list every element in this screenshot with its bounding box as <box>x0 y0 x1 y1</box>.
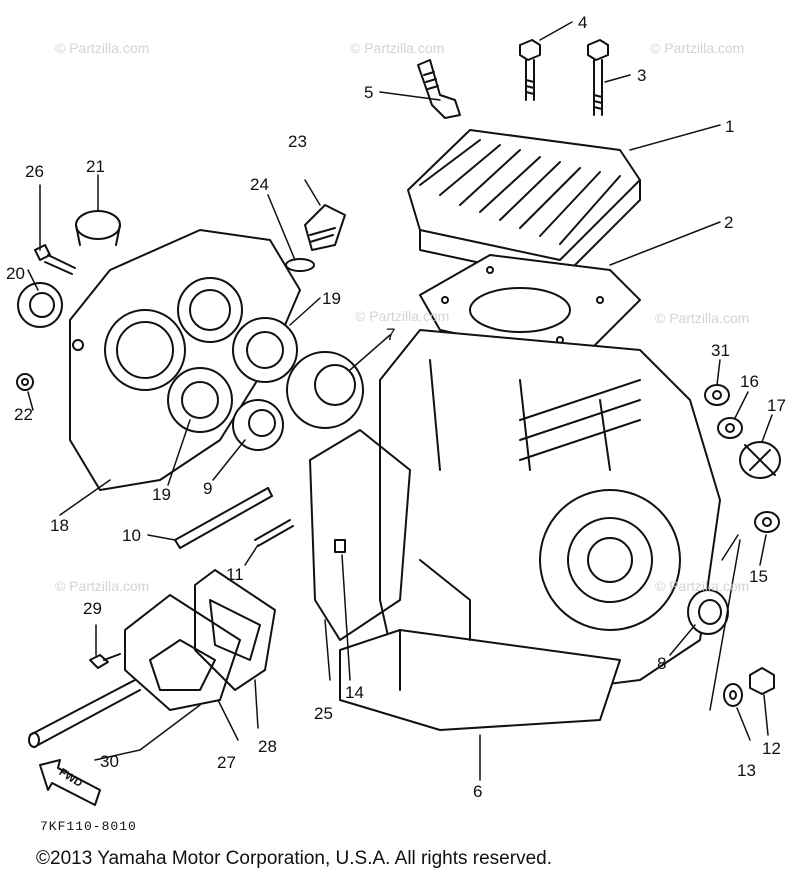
bearing-19-upper <box>232 317 298 383</box>
callout-5: 5 <box>364 83 374 102</box>
callout-10: 10 <box>122 526 141 545</box>
seal-31 <box>704 384 730 406</box>
callout-11: 11 <box>226 565 244 584</box>
callout-28: 28 <box>258 737 277 756</box>
pipe-30 <box>28 679 141 748</box>
copyright-text: ©2013 Yamaha Motor Corporation, U.S.A. A… <box>36 848 552 869</box>
callout-13: 13 <box>737 761 756 780</box>
bearing-7 <box>286 351 364 429</box>
cap-17 <box>739 441 781 479</box>
callout-26: 26 <box>25 162 44 181</box>
fwd-arrow-icon <box>39 759 101 806</box>
callout-20: 20 <box>6 264 25 283</box>
stud-11 <box>254 519 294 547</box>
callout-30: 30 <box>100 752 119 771</box>
oil-seal-8 <box>687 589 729 635</box>
washer-13 <box>723 683 743 707</box>
watermark: © Partzilla.com <box>350 40 445 56</box>
callout-29: 29 <box>83 599 102 618</box>
callout-1: 1 <box>725 117 735 136</box>
callout-19-lower: 19 <box>152 485 171 504</box>
bolt-26 <box>34 244 76 275</box>
callout-7: 7 <box>386 325 396 344</box>
callout-24: 24 <box>250 175 269 194</box>
callout-31: 31 <box>711 341 730 360</box>
callout-16: 16 <box>740 372 759 391</box>
watermark: © Partzilla.com <box>55 40 150 56</box>
gasket-28 <box>194 569 276 691</box>
bearing-19-lower <box>167 367 233 433</box>
diagram-code: 7KF110-8010 <box>40 819 137 834</box>
watermark: © Partzilla.com <box>55 578 150 594</box>
callout-4: 4 <box>578 13 588 32</box>
crankcase <box>339 329 721 731</box>
bolt-29 <box>89 653 121 669</box>
watermark: © Partzilla.com <box>655 310 750 326</box>
callout-2: 2 <box>724 213 734 232</box>
o-ring-24 <box>285 258 315 272</box>
callout-27: 27 <box>217 753 236 772</box>
callout-12: 12 <box>762 739 781 758</box>
watermark: © Partzilla.com <box>355 308 450 324</box>
leader-lines <box>27 21 773 781</box>
spark-plug <box>417 59 461 119</box>
bearing-9 <box>232 399 284 451</box>
stud-10 <box>174 487 273 549</box>
cap-16 <box>717 417 743 439</box>
cover-plate-27 <box>124 594 241 711</box>
callout-17: 17 <box>767 396 786 415</box>
watermark: © Partzilla.com <box>655 578 750 594</box>
drain-bolt-12 <box>749 667 775 695</box>
ring-21 <box>75 210 121 246</box>
callout-18: 18 <box>50 516 69 535</box>
callout-22: 22 <box>14 405 33 424</box>
watermark: © Partzilla.com <box>650 40 745 56</box>
callout-21: 21 <box>86 157 105 176</box>
callout-6: 6 <box>473 782 483 801</box>
callout-15: 15 <box>749 567 768 586</box>
callout-23: 23 <box>288 132 307 151</box>
gasket-25 <box>309 429 411 641</box>
callout-19-upper: 19 <box>322 289 341 308</box>
callout-14: 14 <box>345 683 364 702</box>
washer-22 <box>16 373 34 391</box>
callout-9: 9 <box>203 479 213 498</box>
callout-3: 3 <box>637 66 647 85</box>
head-bolt-3 <box>587 39 609 116</box>
plug-15 <box>754 511 780 533</box>
dowel-14 <box>334 539 346 553</box>
callout-25: 25 <box>314 704 333 723</box>
cylinder-head <box>407 129 641 281</box>
head-gasket <box>419 254 641 361</box>
callout-8: 8 <box>657 654 667 673</box>
oil-seal-20 <box>17 282 63 328</box>
head-bolt-4 <box>519 39 541 101</box>
plug-23 <box>304 204 346 251</box>
